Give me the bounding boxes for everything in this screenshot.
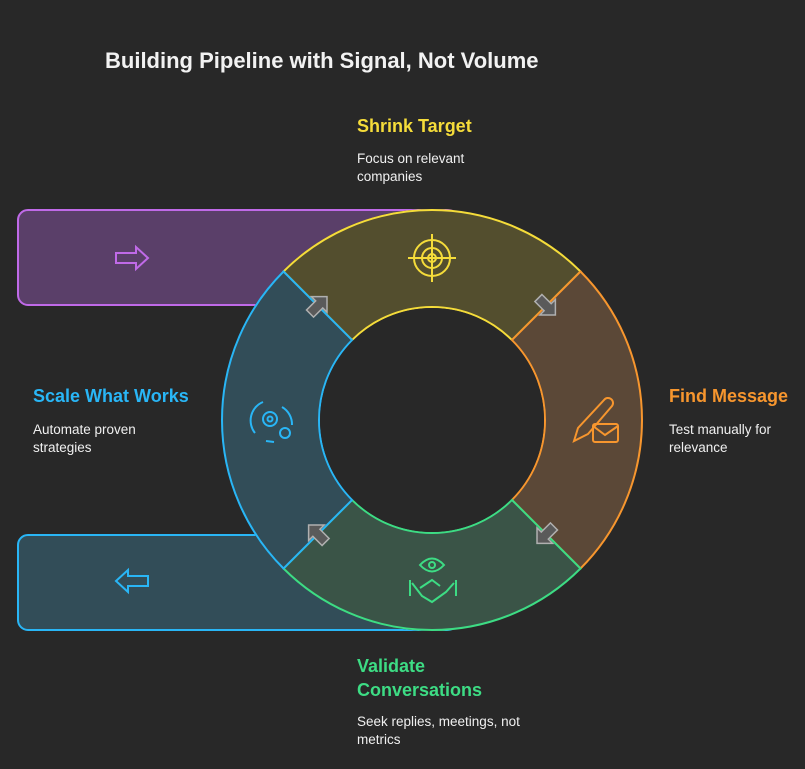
- diagram-title: Building Pipeline with Signal, Not Volum…: [105, 48, 539, 73]
- arrow-right-icon: [115, 244, 150, 272]
- ring-segment-validate-conversations: [282, 498, 582, 631]
- target-icon: [408, 234, 456, 282]
- gears-cycle-icon: [249, 401, 294, 443]
- arrow-left-icon: [114, 567, 149, 595]
- step-title-validate-conversations: Validate Conversations: [357, 656, 483, 700]
- flow-arrow-icon: [307, 524, 331, 547]
- step-desc-scale-what-works: Automate proven strategies: [33, 422, 136, 455]
- ring-segment-find-message: [510, 270, 643, 570]
- flow-arrow-icon: [536, 521, 559, 545]
- eye-handshake-icon: [409, 557, 457, 604]
- step-title-find-message: Find Message: [669, 386, 789, 406]
- step-title-shrink-target: Shrink Target: [357, 116, 472, 136]
- flow-arrow-icon: [533, 293, 557, 316]
- step-desc-validate-conversations: Seek replies, meetings, not metrics: [357, 714, 520, 747]
- step-desc-find-message: Test manually for relevance: [669, 422, 772, 455]
- pencil-envelope-icon: [572, 397, 619, 443]
- ring-segment-scale-what-works: [221, 270, 354, 570]
- flow-arrow-icon: [305, 295, 328, 319]
- step-title-scale-what-works: Scale What Works: [33, 386, 189, 406]
- step-desc-shrink-target: Focus on relevant companies: [357, 151, 465, 184]
